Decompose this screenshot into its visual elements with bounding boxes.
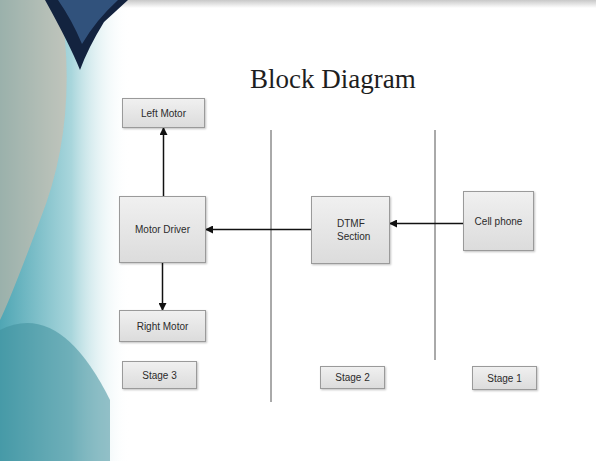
driver-box: Motor Driver (119, 196, 206, 263)
box-label: Stage 3 (142, 369, 176, 382)
signal-arrow (206, 229, 311, 231)
corner-shape (45, 0, 128, 70)
box-label: Stage 2 (335, 371, 369, 384)
side-strip (0, 0, 130, 461)
stage-divider (271, 130, 272, 402)
decoder-box: DTMF Section (311, 196, 390, 264)
stage-box: Stage 2 (320, 366, 385, 389)
box-label: Right Motor (137, 320, 189, 333)
stage-divider (435, 130, 436, 360)
box-label: Motor Driver (135, 223, 190, 236)
motor-box: Left Motor (122, 98, 205, 128)
stage-box: Stage 1 (472, 366, 537, 390)
signal-arrow (390, 223, 463, 225)
circuit-image (0, 323, 110, 461)
phone-box: Cell phone (463, 191, 534, 251)
box-label: Stage 1 (487, 372, 521, 385)
motor-box: Right Motor (119, 310, 206, 342)
box-label: Cell phone (475, 215, 523, 228)
stage-box: Stage 3 (122, 361, 197, 389)
box-label: DTMF Section (337, 217, 364, 243)
corner-shape-inner (58, 0, 118, 44)
signal-arrow (162, 263, 164, 310)
signal-arrow (163, 128, 165, 196)
box-label: Left Motor (141, 107, 186, 120)
hand-image (0, 0, 67, 320)
diagram-title: Block Diagram (250, 64, 416, 95)
